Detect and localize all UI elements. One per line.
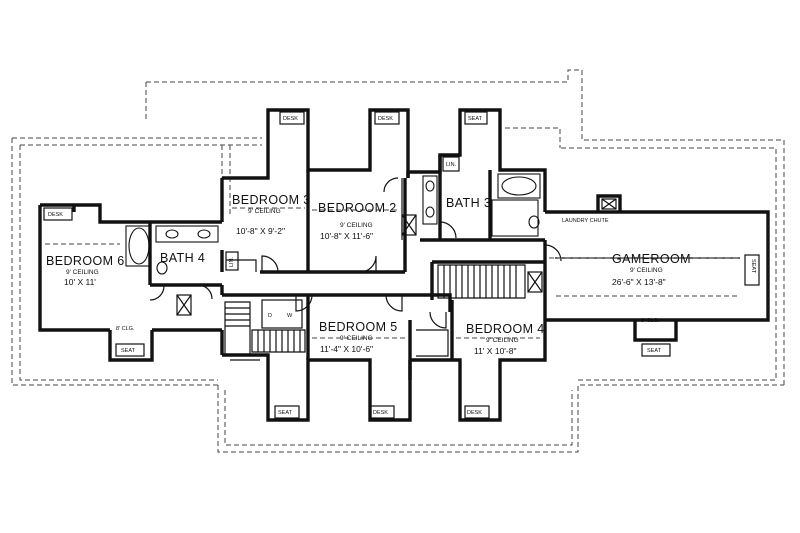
desk-label-bedroom3: DESK (283, 116, 298, 122)
gameroom-ceiling: 9' CEILING (630, 267, 663, 274)
door-swings (149, 177, 562, 329)
bay-nooks (43, 111, 760, 419)
bedroom2-ceiling: 9' CEILING (340, 222, 373, 229)
laundry-chute-label: LAUNDRY CHUTE (562, 218, 609, 224)
desk-label-bedroom4: DESK (467, 410, 482, 416)
roof-outline (11, 69, 785, 453)
stairs (224, 264, 526, 356)
bedroom5-size: 11'-4" X 10'-6" (320, 344, 373, 354)
fixture-labels: DESK DESK SEAT DESK SEAT 8' CLG. SEAT 8'… (48, 116, 756, 416)
bedroom3-size: 10'-8" X 9'-2" (236, 226, 285, 236)
ceiling8-label-bedroom6: 8' CLG. (116, 326, 135, 332)
desk-label-bedroom2: DESK (378, 116, 393, 122)
bedroom6-name: BEDROOM 6 (46, 254, 125, 268)
seat-label-gameroom: SEAT (647, 348, 662, 354)
bedroom5-ceiling: 9' CEILING (340, 335, 373, 342)
seat-label-bedroom6: SEAT (121, 348, 136, 354)
bath4-name: BATH 4 (160, 251, 205, 265)
desk-label-bedroom6: DESK (48, 212, 63, 218)
closets (176, 156, 617, 329)
washer-label: W (287, 313, 293, 319)
bedroom6-ceiling: 9' CEILING (66, 269, 99, 276)
room-labels: BEDROOM 6 9' CEILING 10' X 11' BATH 4 BE… (46, 193, 691, 356)
bedroom3-ceiling: 9' CEILING (248, 208, 281, 215)
bath-fixtures (125, 173, 541, 275)
gameroom-size: 26'-6" X 13'-8" (612, 277, 666, 287)
dryer-label: D (268, 313, 272, 319)
bedroom2-name: BEDROOM 2 (318, 201, 397, 215)
bedroom6-size: 10' X 11' (64, 277, 96, 287)
linen-label-bath3: LIN. (446, 162, 457, 168)
bedroom4-size: 11' X 10'-8" (474, 346, 517, 356)
bedroom5-name: BEDROOM 5 (319, 320, 398, 334)
ceiling8-label-gameroom: 8' CLG. (641, 318, 660, 324)
linen-label-bath4: LIN. (229, 256, 235, 267)
bedroom4-name: BEDROOM 4 (466, 322, 545, 336)
bedroom4-ceiling: 9' CEILING (486, 337, 519, 344)
seat-label-bath3: SEAT (468, 116, 483, 122)
seat-label-gameroom-right: SEAT (750, 259, 756, 274)
closet-lines (45, 178, 740, 361)
bedroom2-size: 10'-8" X 11'-6" (320, 231, 373, 241)
desk-label-bedroom5: DESK (373, 410, 388, 416)
bath3-name: BATH 3 (446, 196, 491, 210)
gameroom-name: GAMEROOM (612, 252, 691, 266)
seat-label-bedroom5-left: SEAT (278, 410, 293, 416)
bedroom3-name: BEDROOM 3 (232, 193, 311, 207)
